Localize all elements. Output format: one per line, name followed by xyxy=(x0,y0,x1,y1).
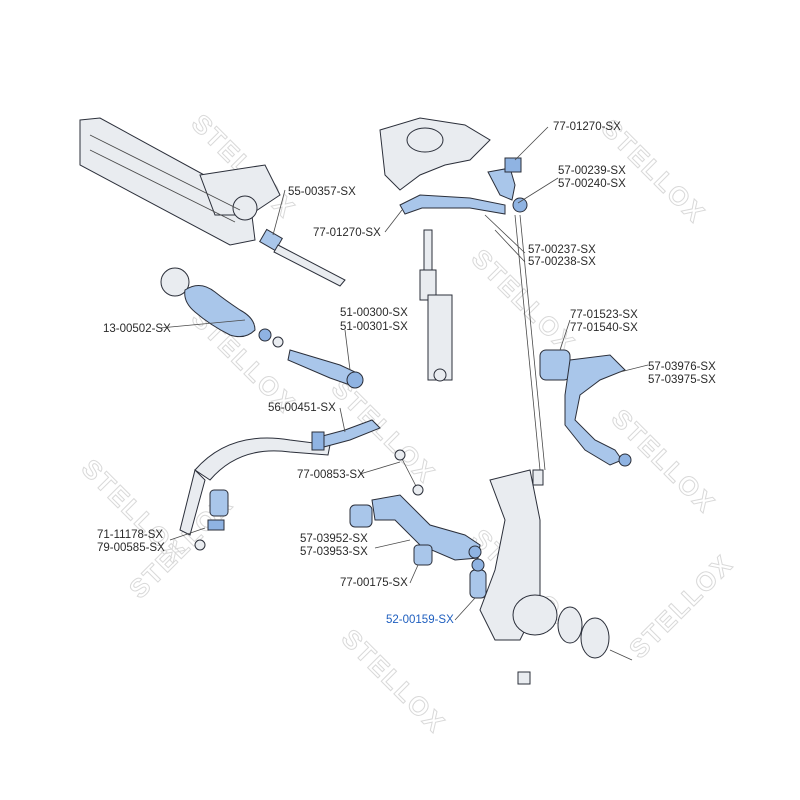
stabilizer-bar xyxy=(179,437,331,551)
part-label: 57-03952-SX xyxy=(300,533,368,545)
stabilizer-link xyxy=(311,419,424,496)
rear-control-arm xyxy=(539,349,632,467)
watermark-text: STELLOX xyxy=(336,623,452,739)
part-labels: 77-01270-SX 57-00239-SX 57-00240-SX 55-0… xyxy=(97,121,716,626)
part-label: 77-01270-SX xyxy=(553,121,621,133)
upper-knuckle xyxy=(379,117,491,191)
part-label: 77-00175-SX xyxy=(340,577,408,589)
watermark-text: STELLOX xyxy=(623,548,739,664)
part-label: 51-00301-SX xyxy=(340,321,408,333)
part-label: 51-00300-SX xyxy=(340,307,408,319)
part-label: 57-00239-SX xyxy=(558,165,626,177)
part-label: 55-00357-SX xyxy=(288,186,356,198)
part-label: 56-00451-SX xyxy=(268,402,336,414)
wheel-hub-knuckle xyxy=(479,469,633,685)
part-label: 57-00240-SX xyxy=(558,178,626,190)
part-label: 77-00853-SX xyxy=(297,469,365,481)
ball-joint xyxy=(469,558,487,599)
part-label: 77-01270-SX xyxy=(313,227,381,239)
tie-rod xyxy=(259,228,346,287)
leader-lines xyxy=(159,126,649,621)
vertical-link xyxy=(514,214,546,471)
part-label: 57-00238-SX xyxy=(528,256,596,268)
part-label: 13-00502-SX xyxy=(103,323,171,335)
steering-boot xyxy=(160,267,284,348)
lower-control-arm xyxy=(349,494,482,566)
part-label: 71-11178-SX xyxy=(97,529,163,541)
part-label: 57-03953-SX xyxy=(300,546,368,558)
tie-rod-end xyxy=(287,349,364,389)
upper-control-arm xyxy=(399,157,528,215)
part-label: 57-03976-SX xyxy=(648,361,716,373)
part-label-highlighted: 52-00159-SX xyxy=(386,614,454,626)
shock-absorber xyxy=(419,229,453,382)
part-label: 77-01540-SX xyxy=(570,322,638,334)
part-label: 57-03975-SX xyxy=(648,374,716,386)
steering-rack xyxy=(79,117,281,246)
part-label: 57-00237-SX xyxy=(528,244,596,256)
part-label: 79-00585-SX xyxy=(97,542,165,554)
part-label: 77-01523-SX xyxy=(570,309,638,321)
